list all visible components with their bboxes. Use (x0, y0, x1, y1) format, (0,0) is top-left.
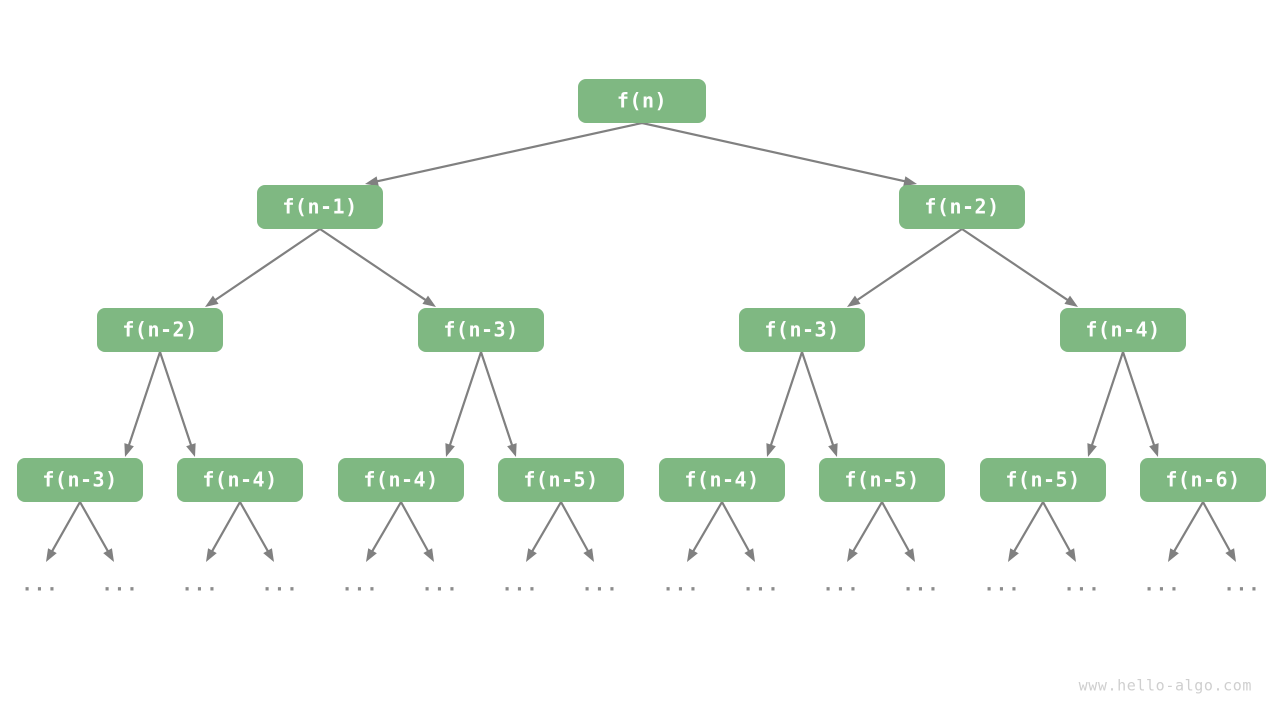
edge-n8-to-ellipsis-2 (206, 500, 242, 562)
edges-layer (46, 121, 1236, 562)
ellipsis-marker: ... (21, 574, 58, 596)
node-background (578, 79, 706, 123)
ellipsis-marker: ... (983, 574, 1020, 596)
edge-n14-to-ellipsis-14 (1168, 500, 1205, 562)
node-label: f(n-4) (202, 468, 277, 492)
edge-n3-to-n7 (124, 350, 162, 457)
ellipsis-marker: ... (742, 574, 779, 596)
node-label: f(n-4) (684, 468, 759, 492)
node-background (97, 308, 223, 352)
node-label: f(n-2) (122, 318, 197, 342)
edge-n4-to-n9 (445, 350, 483, 457)
edge-n0-to-n1 (365, 121, 644, 187)
node-background (17, 458, 143, 502)
edge-n6-to-n14 (1121, 350, 1159, 457)
node-background (980, 458, 1106, 502)
tree-node-n5[interactable]: f(n-3) (739, 308, 865, 352)
node-background (257, 185, 383, 229)
node-background (418, 308, 544, 352)
ellipsis-marker: ... (421, 574, 458, 596)
tree-node-n9[interactable]: f(n-4) (338, 458, 464, 502)
edge-n4-to-n10 (479, 350, 517, 457)
ellipsis-marker: ... (1223, 574, 1260, 596)
edge-n0-to-n2 (640, 121, 917, 187)
tree-node-n8[interactable]: f(n-4) (177, 458, 303, 502)
node-label: f(n-2) (924, 195, 999, 219)
edge-n5-to-n11 (766, 350, 804, 457)
node-background (899, 185, 1025, 229)
tree-node-n4[interactable]: f(n-3) (418, 308, 544, 352)
tree-node-n1[interactable]: f(n-1) (257, 185, 383, 229)
edge-n10-to-ellipsis-7 (559, 500, 594, 562)
tree-node-n6[interactable]: f(n-4) (1060, 308, 1186, 352)
tree-node-n12[interactable]: f(n-5) (819, 458, 945, 502)
tree-node-n7[interactable]: f(n-3) (17, 458, 143, 502)
edge-n12-to-ellipsis-11 (880, 500, 915, 562)
edge-n10-to-ellipsis-6 (526, 500, 563, 562)
tree-node-n14[interactable]: f(n-6) (1140, 458, 1266, 502)
ellipsis-marker: ... (261, 574, 298, 596)
node-label: f(n-3) (764, 318, 839, 342)
edge-n12-to-ellipsis-10 (847, 500, 884, 562)
tree-node-n11[interactable]: f(n-4) (659, 458, 785, 502)
tree-node-n2[interactable]: f(n-2) (899, 185, 1025, 229)
node-label: f(n-5) (1005, 468, 1080, 492)
edge-n14-to-ellipsis-15 (1201, 500, 1236, 562)
edge-n5-to-n12 (800, 350, 838, 457)
ellipsis-marker: ... (822, 574, 859, 596)
node-background (819, 458, 945, 502)
edge-n13-to-ellipsis-12 (1008, 500, 1045, 562)
ellipsis-marker: ... (1063, 574, 1100, 596)
edge-n3-to-n8 (158, 350, 196, 457)
node-background (1140, 458, 1266, 502)
node-label: f(n-1) (282, 195, 357, 219)
tree-node-n3[interactable]: f(n-2) (97, 308, 223, 352)
nodes-layer: f(n) f(n-1) f(n-2) f(n-2) f(n-3) f(n-3) f(n-4)… (17, 79, 1266, 502)
node-label: f(n-3) (42, 468, 117, 492)
node-label: f(n) (617, 89, 667, 113)
node-background (1060, 308, 1186, 352)
tree-node-n13[interactable]: f(n-5) (980, 458, 1106, 502)
ellipsis-marker: ... (101, 574, 138, 596)
ellipsis-marker: ... (581, 574, 618, 596)
edge-n2-to-n5 (847, 227, 964, 307)
node-label: f(n-4) (1085, 318, 1160, 342)
ellipsis-marker: ... (902, 574, 939, 596)
ellipsis-marker: ... (341, 574, 378, 596)
tree-node-n0[interactable]: f(n) (578, 79, 706, 123)
node-background (338, 458, 464, 502)
edge-n2-to-n6 (960, 227, 1078, 307)
watermark: www.hello-algo.com (1079, 677, 1252, 695)
edge-n6-to-n13 (1087, 350, 1125, 457)
node-background (498, 458, 624, 502)
edge-n1-to-n3 (205, 227, 322, 307)
node-label: f(n-3) (443, 318, 518, 342)
node-background (739, 308, 865, 352)
edge-n9-to-ellipsis-4 (366, 500, 403, 562)
node-background (659, 458, 785, 502)
edge-n7-to-ellipsis-0 (46, 500, 82, 562)
node-label: f(n-5) (844, 468, 919, 492)
ellipsis-marker: ... (662, 574, 699, 596)
edge-n13-to-ellipsis-13 (1041, 500, 1076, 562)
node-label: f(n-5) (523, 468, 598, 492)
ellipsis-marker: ... (181, 574, 218, 596)
edge-n11-to-ellipsis-9 (720, 500, 755, 562)
node-label: f(n-6) (1165, 468, 1240, 492)
edge-n9-to-ellipsis-5 (399, 500, 434, 562)
ellipsis-layer: ........................................… (21, 574, 1260, 596)
ellipsis-marker: ... (501, 574, 538, 596)
tree-node-n10[interactable]: f(n-5) (498, 458, 624, 502)
node-background (177, 458, 303, 502)
edge-n7-to-ellipsis-1 (78, 500, 114, 562)
edge-n8-to-ellipsis-3 (238, 500, 274, 562)
ellipsis-marker: ... (1143, 574, 1180, 596)
edge-n11-to-ellipsis-8 (687, 500, 724, 562)
node-label: f(n-4) (363, 468, 438, 492)
edge-n1-to-n4 (318, 227, 436, 307)
